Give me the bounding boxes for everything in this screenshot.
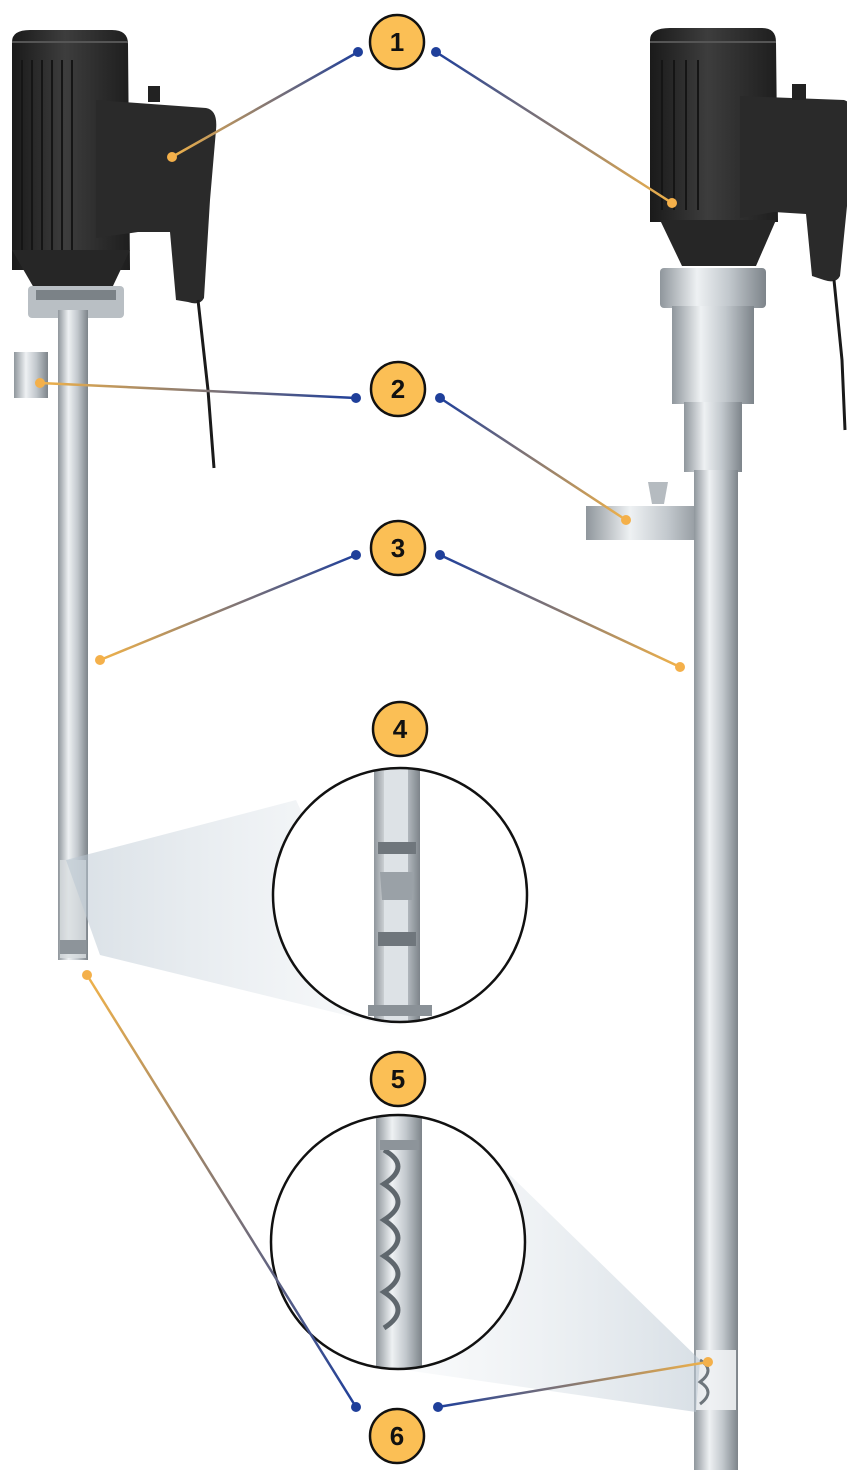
dot-3b [351, 550, 361, 560]
dot-6b [351, 1402, 361, 1412]
callout-badges: 1 2 3 4 5 6 [368, 13, 429, 1465]
callout-number-2: 2 [391, 374, 405, 404]
callout-number-3: 3 [391, 533, 405, 563]
dot-2a [35, 378, 45, 388]
callout-badge-3: 3 [369, 519, 427, 577]
callout-number-1: 1 [390, 27, 404, 57]
right-pump [586, 28, 847, 1470]
dot-3d [675, 662, 685, 672]
leader-3-left [99, 553, 357, 662]
callout-number-4: 4 [393, 714, 408, 744]
leader-1-left [171, 50, 359, 159]
leader-6-right [437, 1360, 709, 1409]
callout-badge-5: 5 [369, 1050, 427, 1108]
dot-6a [82, 970, 92, 980]
dot-2c [435, 393, 445, 403]
detail-circle-impeller [271, 766, 529, 1024]
leader-2-right [439, 396, 627, 522]
dot-1b [353, 47, 363, 57]
left-pump [12, 30, 217, 960]
dot-1a [167, 152, 177, 162]
dot-2d [621, 515, 631, 525]
leader-6-left [85, 974, 358, 1408]
dot-1d [667, 198, 677, 208]
leader-1-right [435, 50, 673, 205]
dot-1c [431, 47, 441, 57]
leader-dots [35, 47, 713, 1412]
callout-number-5: 5 [391, 1064, 405, 1094]
callout-badge-2: 2 [369, 360, 427, 418]
dot-3a [95, 655, 105, 665]
leader-lines [39, 50, 709, 1409]
dot-3c [435, 550, 445, 560]
dot-6d [703, 1357, 713, 1367]
dot-6c [433, 1402, 443, 1412]
detail-circle-screw-rotor [269, 1113, 527, 1371]
dot-2b [351, 393, 361, 403]
callout-badge-4: 4 [371, 700, 429, 758]
callout-badge-6: 6 [368, 1407, 426, 1465]
leader-3-right [439, 553, 681, 669]
callout-number-6: 6 [390, 1421, 404, 1451]
leader-2-left [39, 381, 357, 400]
callout-badge-1: 1 [368, 13, 426, 71]
